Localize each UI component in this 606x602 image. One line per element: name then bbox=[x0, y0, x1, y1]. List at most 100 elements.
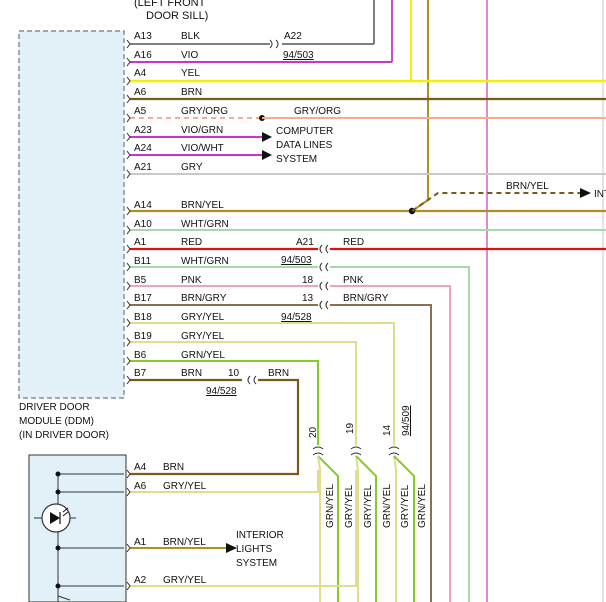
interior-label-3: SYSTEM bbox=[236, 558, 277, 569]
pin-label: B11 bbox=[134, 256, 151, 267]
pin-label: A6 bbox=[134, 481, 147, 492]
v-gry-yel-2 bbox=[355, 455, 359, 602]
vertical-wire-label: GRY/YEL bbox=[363, 484, 374, 528]
lower-wire-gry-yel-a2 bbox=[130, 470, 357, 587]
wire-label: PNK bbox=[181, 275, 202, 286]
computer-label-2: DATA LINES bbox=[276, 140, 333, 151]
a22-connector-symbol bbox=[269, 39, 279, 49]
connector-19: 19 bbox=[345, 422, 356, 434]
connector-10: 10 bbox=[228, 368, 240, 379]
v-gry-yel-3 bbox=[393, 455, 397, 602]
computer-label-3: SYSTEM bbox=[276, 154, 317, 165]
right-label-gry-org: GRY/ORG bbox=[294, 106, 341, 117]
wire-label: GRY/YEL bbox=[181, 331, 225, 342]
pin-label: A23 bbox=[134, 125, 152, 136]
interior-label-2: LIGHTS bbox=[236, 544, 272, 555]
wire-label: WHT/GRN bbox=[181, 256, 229, 267]
lower-module-box bbox=[28, 454, 127, 602]
pin-label: B6 bbox=[134, 350, 147, 361]
pin-label: A16 bbox=[134, 50, 152, 61]
interior-label-1: INTERIOR bbox=[236, 530, 284, 541]
pin-label: A21 bbox=[134, 162, 152, 173]
wire-label: VIO/WHT bbox=[181, 143, 224, 154]
wire-grn-yel-b6 bbox=[130, 360, 319, 445]
pin-label: B19 bbox=[134, 331, 152, 342]
wire-label: RED bbox=[181, 237, 202, 248]
connector-20: 20 bbox=[308, 426, 319, 438]
right-label-pnk: PNK bbox=[343, 275, 364, 286]
connector-94-528-low: 94/528 bbox=[206, 386, 237, 397]
c20-connector-symbol bbox=[312, 446, 324, 456]
wire-label: BRN/YEL bbox=[163, 537, 206, 548]
red-connector-symbol bbox=[319, 244, 329, 254]
lower-pin-ticks bbox=[126, 469, 131, 591]
lower-wire-gry-yel-a6 bbox=[130, 470, 319, 493]
vertical-wire-label: GRN/YEL bbox=[325, 484, 336, 528]
pin-label: A4 bbox=[134, 68, 147, 79]
connector-14: 14 bbox=[382, 424, 393, 436]
vertical-wire-label: GRN/YEL bbox=[417, 484, 428, 528]
wire-gry-yel-b19 bbox=[130, 341, 357, 445]
vertical-wire-label: GRY/YEL bbox=[400, 484, 411, 528]
pin-label: A14 bbox=[134, 200, 152, 211]
pin-label: B7 bbox=[134, 368, 147, 379]
wire-label: BRN/GRY bbox=[181, 293, 227, 304]
connector-94-528-mid: 94/528 bbox=[281, 312, 312, 323]
connector-94-503-top: 94/503 bbox=[283, 50, 314, 61]
pin-label: A1 bbox=[134, 237, 147, 248]
wire-gry-yel-b18 bbox=[130, 322, 395, 445]
right-label-red: RED bbox=[343, 237, 364, 248]
right-label-int: INT bbox=[594, 189, 606, 200]
wire-label: VIO/GRN bbox=[181, 125, 223, 136]
pin-label: A4 bbox=[134, 462, 147, 473]
pin-label: A5 bbox=[134, 106, 147, 117]
c14-connector-symbol bbox=[388, 446, 400, 456]
v-grn-yel-1 bbox=[317, 455, 339, 602]
wire-label: GRY/YEL bbox=[181, 312, 225, 323]
vertical-wire-label: GRN/YEL bbox=[382, 484, 393, 528]
v-grn-yel-3 bbox=[393, 455, 415, 602]
pin-label: A6 bbox=[134, 87, 147, 98]
vio-wht-arrow bbox=[262, 150, 272, 160]
ddm-label-1: DRIVER DOOR bbox=[19, 402, 90, 413]
left-front-label-2: DOOR SILL) bbox=[146, 10, 208, 22]
wire-label: GRN/YEL bbox=[181, 350, 225, 361]
pin-label: B18 bbox=[134, 312, 152, 323]
left-front-label-1: (LEFT FRONT bbox=[134, 0, 206, 9]
pin-label: A10 bbox=[134, 219, 152, 230]
ddm-pin-labels: A13 BLK A16 VIO A4 YEL A6 BRN A5 GRY/ORG… bbox=[134, 31, 229, 379]
vertical-wire-label: GRY/YEL bbox=[344, 484, 355, 528]
wire-label: GRY/ORG bbox=[181, 106, 228, 117]
ddm-label-3: (IN DRIVER DOOR) bbox=[19, 430, 109, 441]
wire-label: BRN bbox=[181, 87, 202, 98]
pin-label: B17 bbox=[134, 293, 152, 304]
right-label-brn-yel: BRN/YEL bbox=[506, 181, 549, 192]
pin-label: B5 bbox=[134, 275, 147, 286]
pin-label: A2 bbox=[134, 575, 147, 586]
interior-arrow bbox=[226, 543, 237, 553]
ddm-label-2: MODULE (DDM) bbox=[19, 416, 94, 427]
wire-label: BRN bbox=[181, 368, 202, 379]
pin-label: A13 bbox=[134, 31, 152, 42]
lower-module-pin-labels: A4 BRN A6 GRY/YEL A1 BRN/YEL A2 GRY/YEL bbox=[134, 462, 207, 586]
connector-94-509: 94/509 bbox=[401, 405, 412, 436]
connector-94-503-mid: 94/503 bbox=[281, 255, 312, 266]
wire-label: VIO bbox=[181, 50, 198, 61]
wire-label: BRN bbox=[163, 462, 184, 473]
wire-label: BLK bbox=[181, 31, 200, 42]
wire-label: YEL bbox=[181, 68, 200, 79]
brn-yel-dashed-branch bbox=[411, 192, 580, 212]
int-arrow bbox=[580, 188, 591, 198]
right-label-brn: BRN bbox=[268, 368, 289, 379]
right-label-brn-gry: BRN/GRY bbox=[343, 293, 389, 304]
connector-a21: A21 bbox=[296, 237, 314, 248]
connector-18: 18 bbox=[302, 275, 314, 286]
v-gry-yel-1 bbox=[317, 455, 321, 602]
wire-label: WHT/GRN bbox=[181, 219, 229, 230]
wire-label: BRN/YEL bbox=[181, 200, 224, 211]
connector-13: 13 bbox=[302, 293, 314, 304]
connector-a22: A22 bbox=[284, 31, 302, 42]
v-grn-yel-2 bbox=[355, 455, 377, 602]
